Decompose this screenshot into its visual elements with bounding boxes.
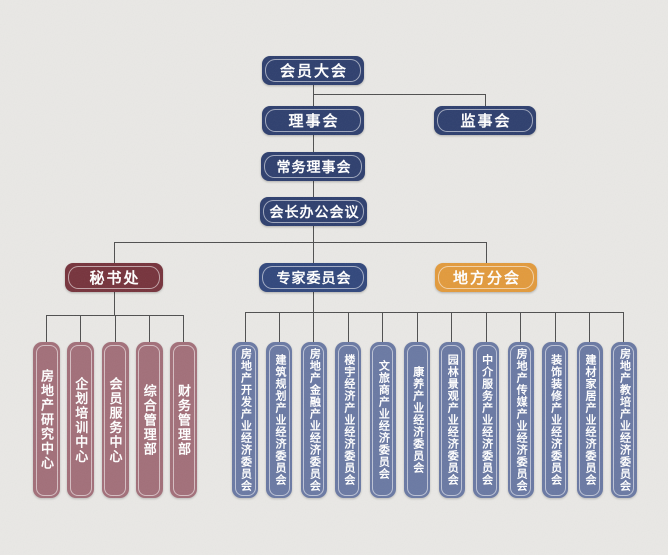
- connector-line: [313, 312, 315, 342]
- node-supervisory-board: 监事会: [434, 106, 536, 135]
- connector-line: [623, 312, 625, 342]
- committee-label: 建材家居产业经济委员会: [584, 354, 597, 486]
- connector-line: [554, 312, 556, 342]
- connector-line: [589, 312, 591, 342]
- committee-node: 房地产开发产业经济委员会: [232, 312, 258, 498]
- connector-line: [313, 135, 314, 152]
- connector-line: [278, 312, 280, 342]
- committee-node: 房地产金融产业经济委员会: [300, 312, 327, 498]
- dept-node: 房地产研究中心: [33, 315, 60, 498]
- connector-line: [416, 312, 418, 342]
- dept-node: 企划培训中心: [67, 315, 95, 498]
- committee-label: 建筑规划产业经济委员会: [273, 354, 286, 486]
- committee-label: 房地产传媒产业经济委员会: [515, 348, 528, 492]
- connector-line: [313, 292, 314, 312]
- connector-line: [183, 315, 184, 342]
- connector-line: [114, 242, 486, 243]
- dept-node: 综合管理部: [135, 315, 163, 498]
- node-council: 理事会: [262, 106, 364, 135]
- node-member-assembly: 会员大会: [262, 56, 364, 85]
- node-local-branches: 地方分会: [435, 263, 537, 292]
- committee-label: 房地产教培产业经济委员会: [618, 348, 631, 492]
- connector-line: [244, 312, 246, 342]
- node-label: 监事会: [460, 114, 512, 130]
- committee-label: 房地产开发产业经济委员会: [239, 348, 252, 492]
- committee-node: 房地产教培产业经济委员会: [610, 312, 637, 498]
- connector-line: [114, 315, 116, 342]
- dept-label: 房地产研究中心: [39, 369, 54, 471]
- committee-label: 园林景观产业经济委员会: [446, 354, 459, 486]
- committee-label: 中介服务产业经济委员会: [480, 354, 493, 486]
- node-president-office-meeting: 会长办公会议: [260, 197, 367, 226]
- dept-node: 财务管理部: [170, 315, 197, 498]
- connector-line: [485, 312, 487, 342]
- committee-node: 园林景观产业经济委员会: [438, 312, 465, 498]
- node-label: 会长办公会议: [269, 205, 360, 221]
- node-label: 理事会: [288, 114, 340, 130]
- dept-node: 会员服务中心: [101, 315, 129, 498]
- connector-line: [80, 315, 82, 342]
- committee-node: 房地产传媒产业经济委员会: [507, 312, 534, 498]
- node-standing-council: 常务理事会: [261, 152, 365, 181]
- node-label: 常务理事会: [276, 160, 352, 176]
- connector-line: [114, 242, 115, 263]
- connector-line: [313, 85, 314, 106]
- connector-line: [486, 242, 487, 263]
- committee-node: 装饰装修产业经济委员会: [542, 312, 569, 498]
- dept-label: 会员服务中心: [107, 376, 123, 464]
- committee-node: 中介服务产业经济委员会: [473, 312, 500, 498]
- connector-line: [46, 315, 47, 342]
- committee-node: 康养产业经济委员会: [404, 312, 431, 498]
- dept-label: 财务管理部: [176, 383, 191, 457]
- connector-line: [451, 312, 453, 342]
- connector-line: [520, 312, 522, 342]
- committee-label: 康养产业经济委员会: [411, 366, 424, 474]
- connector-line: [313, 226, 314, 263]
- committee-label: 装饰装修产业经济委员会: [549, 354, 562, 486]
- connector-line: [485, 94, 486, 106]
- secretariat-departments-group: 房地产研究中心 企划培训中心 会员服务中心 综合管理部 财务管理部: [33, 315, 197, 498]
- dept-label: 企划培训中心: [73, 376, 89, 464]
- connector-line: [148, 315, 150, 342]
- dept-label: 综合管理部: [141, 383, 157, 457]
- node-secretariat: 秘书处: [65, 263, 163, 292]
- committee-node: 楼宇经济产业经济委员会: [335, 312, 362, 498]
- node-label: 会员大会: [279, 64, 348, 80]
- expert-committees-group: 房地产开发产业经济委员会 建筑规划产业经济委员会 房地产金融产业经济委员会 楼宇…: [232, 312, 637, 498]
- node-label: 地方分会: [452, 271, 521, 287]
- connector-line: [313, 181, 314, 197]
- committee-label: 文旅商产业经济委员会: [377, 360, 390, 480]
- committee-node: 文旅商产业经济委员会: [369, 312, 396, 498]
- committee-node: 建筑规划产业经济委员会: [266, 312, 293, 498]
- connector-line: [382, 312, 384, 342]
- connector-line: [313, 94, 485, 95]
- committee-label: 楼宇经济产业经济委员会: [342, 354, 355, 486]
- node-label: 专家委员会: [276, 271, 352, 287]
- connector-line: [347, 312, 349, 342]
- node-label: 秘书处: [89, 271, 141, 287]
- node-expert-committee: 专家委员会: [259, 263, 367, 292]
- committee-label: 房地产金融产业经济委员会: [308, 348, 321, 492]
- connector-line: [114, 292, 115, 315]
- committee-node: 建材家居产业经济委员会: [576, 312, 603, 498]
